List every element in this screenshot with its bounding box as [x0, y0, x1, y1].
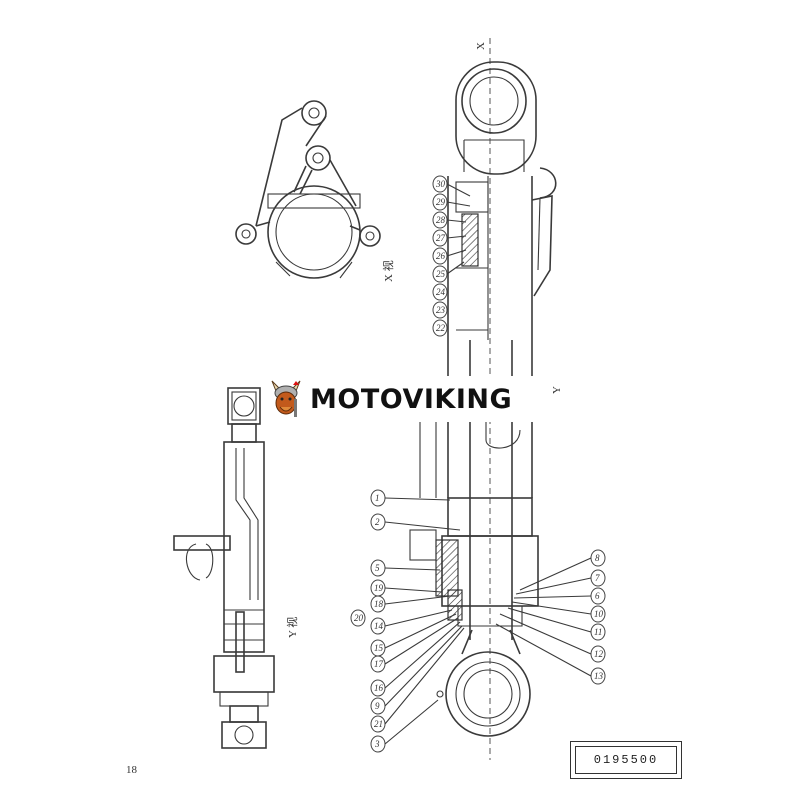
svg-text:22: 22	[436, 323, 446, 333]
svg-text:12: 12	[594, 649, 604, 659]
svg-text:30: 30	[435, 179, 446, 189]
svg-text:25: 25	[436, 269, 446, 279]
svg-text:23: 23	[436, 305, 446, 315]
svg-text:29: 29	[436, 197, 446, 207]
svg-text:9: 9	[375, 701, 380, 711]
svg-text:2: 2	[375, 517, 380, 527]
svg-text:13: 13	[594, 671, 604, 681]
svg-text:11: 11	[594, 627, 602, 637]
y-view-cylinder	[173, 387, 275, 749]
svg-text:3: 3	[374, 739, 380, 749]
svg-text:15: 15	[374, 643, 384, 653]
motoviking-watermark: MOTOVIKING	[262, 376, 536, 422]
svg-text:14: 14	[374, 621, 384, 631]
callouts-upper: 30 29 28 27 26 25 24 23 22	[432, 175, 471, 337]
svg-text:18: 18	[374, 599, 384, 609]
viking-mascot-icon	[271, 380, 301, 417]
page-number: 18	[126, 764, 137, 776]
svg-text:17: 17	[374, 659, 384, 669]
x-view-bracket	[235, 100, 381, 279]
callouts-lower-left: 1 2 5 19 20 18 15 14 17 16 9 21 3	[350, 489, 465, 753]
y-view-caption: Y 视	[285, 617, 299, 638]
svg-text:10: 10	[594, 609, 604, 619]
svg-text:26: 26	[436, 251, 446, 261]
y-axis-mark: Y	[551, 386, 563, 394]
callouts-lower-right: 8 7 6 10 11 12 13	[495, 549, 606, 685]
svg-text:16: 16	[374, 683, 384, 693]
svg-text:8: 8	[595, 553, 600, 563]
svg-text:27: 27	[436, 233, 446, 243]
svg-text:21: 21	[374, 719, 383, 729]
x-view-caption: X 视	[381, 260, 395, 282]
svg-text:X: X	[475, 42, 487, 50]
svg-text:6: 6	[595, 591, 600, 601]
svg-text:1: 1	[375, 493, 380, 503]
svg-text:7: 7	[595, 573, 600, 583]
svg-text:28: 28	[436, 215, 446, 225]
main-cylinder: X	[409, 38, 557, 760]
svg-text:5: 5	[375, 563, 380, 573]
part-number: 0195500	[575, 746, 677, 774]
brand-name: MOTOVIKING	[310, 383, 513, 415]
part-number-box: 0195500	[570, 741, 682, 779]
svg-text:24: 24	[436, 287, 446, 297]
svg-text:20: 20	[354, 613, 364, 623]
svg-text:19: 19	[374, 583, 384, 593]
